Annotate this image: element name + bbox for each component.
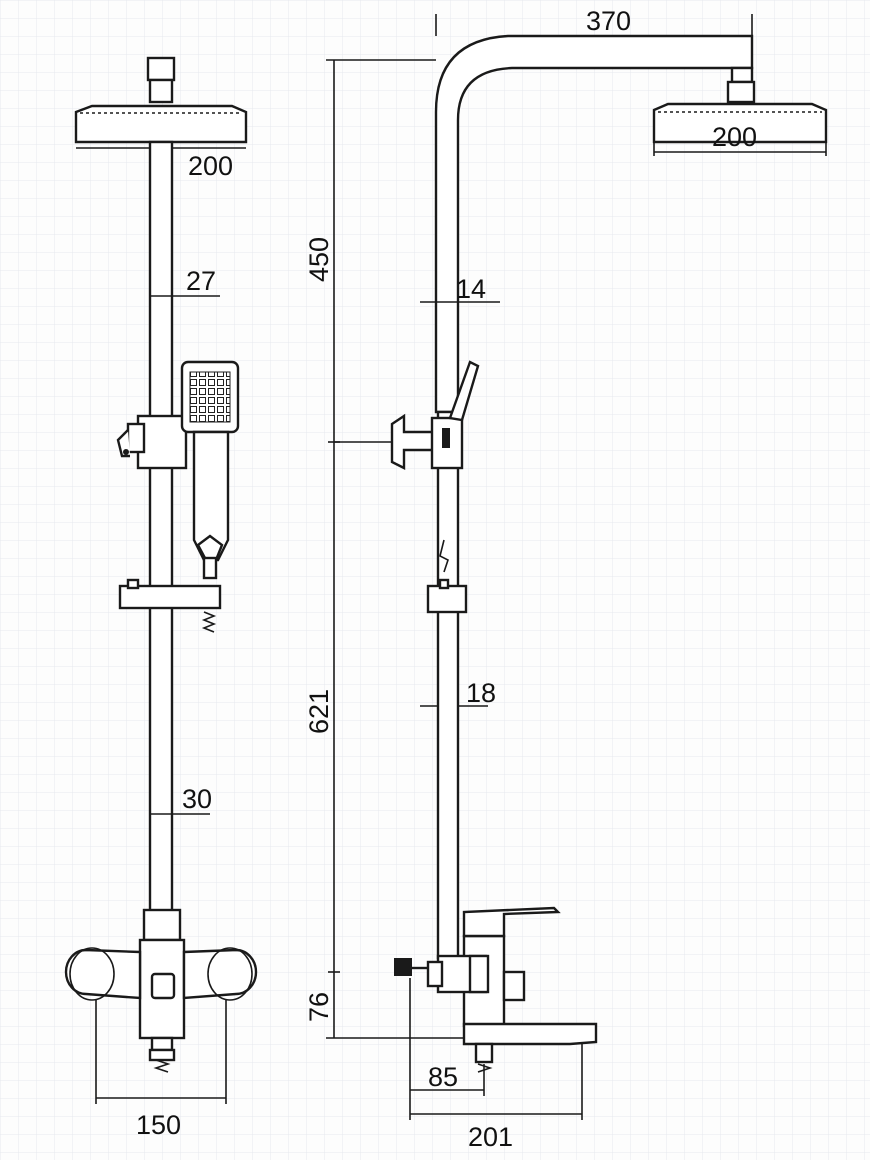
side-riser-pipe bbox=[436, 410, 460, 960]
front-soap-dish bbox=[118, 584, 222, 610]
front-view bbox=[64, 56, 258, 1104]
front-shower-head bbox=[74, 104, 248, 144]
side-hand-shower bbox=[448, 360, 480, 422]
side-arm-length-label: 370 bbox=[586, 6, 631, 36]
front-head-width-label: 200 bbox=[188, 151, 233, 181]
side-upper-pipe-label: 14 bbox=[456, 274, 486, 304]
side-view bbox=[326, 14, 828, 1120]
side-upper-height-label: 450 bbox=[304, 237, 334, 282]
front-ceiling-connector bbox=[146, 56, 176, 82]
side-spout-offset-label: 85 bbox=[428, 1062, 458, 1092]
side-spout-length-label: 201 bbox=[468, 1122, 513, 1152]
side-soap-holder bbox=[426, 584, 468, 614]
front-riser-pipe bbox=[148, 140, 174, 914]
side-spout bbox=[462, 1022, 598, 1046]
side-head-width-label: 200 bbox=[712, 122, 757, 152]
front-mixer-body bbox=[142, 908, 182, 942]
side-lower-pipe-label: 18 bbox=[466, 678, 496, 708]
front-upper-pipe-label: 27 bbox=[186, 266, 216, 296]
side-mixer-height-label: 76 bbox=[304, 992, 334, 1022]
side-lower-height-label: 621 bbox=[304, 689, 334, 734]
front-mixer-width-label: 150 bbox=[136, 1110, 181, 1140]
front-lower-pipe-label: 30 bbox=[182, 784, 212, 814]
